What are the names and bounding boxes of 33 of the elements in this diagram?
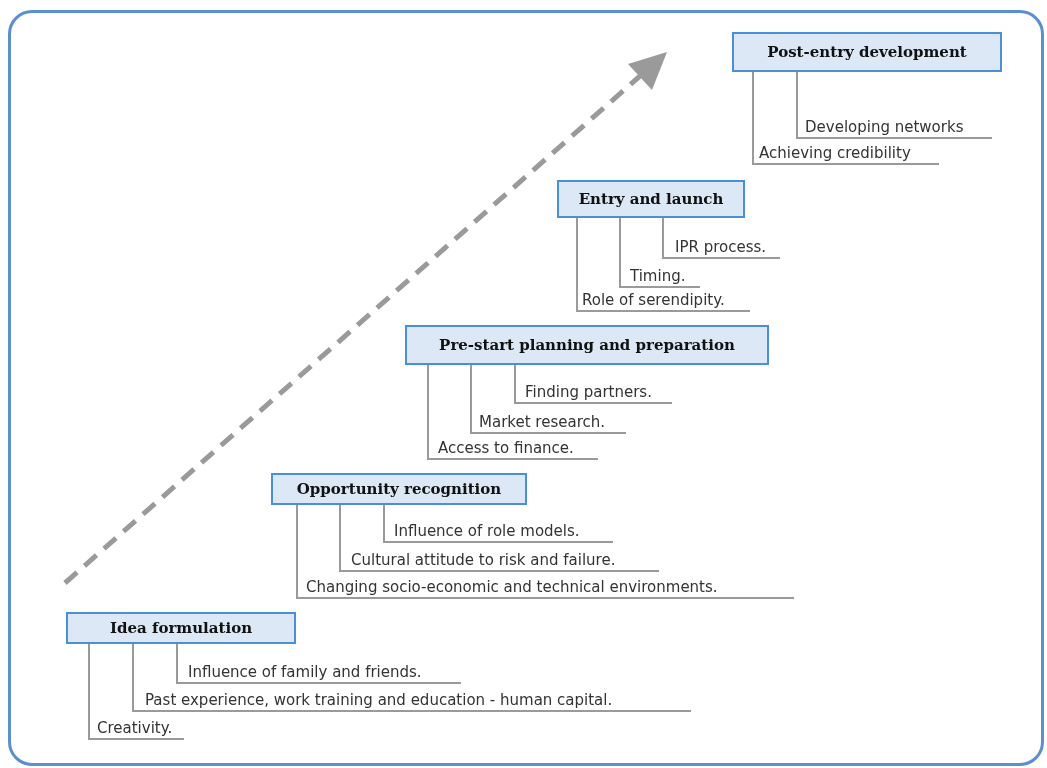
- list-item: Changing socio-economic and technical environments.: [297, 575, 794, 599]
- connector-line: [176, 643, 178, 685]
- list-item: Finding partners.: [515, 380, 672, 404]
- connector-line: [470, 364, 472, 435]
- list-item: Influence of role models.: [384, 519, 613, 543]
- stage-box: Pre-start planning and preparation: [405, 325, 769, 365]
- connector-line: [619, 217, 621, 289]
- stage-box: Idea formulation: [66, 612, 296, 644]
- list-item: Timing.: [620, 264, 700, 288]
- list-item: Influence of family and friends.: [177, 660, 461, 684]
- connector-line: [132, 643, 134, 713]
- list-item: Past experience, work training and education - human capital.: [133, 688, 691, 712]
- connector-line: [662, 217, 664, 260]
- list-item: Market research.: [471, 410, 626, 434]
- list-item: Access to finance.: [428, 436, 598, 460]
- list-item: IPR process.: [663, 235, 780, 259]
- list-item: Creativity.: [89, 716, 184, 740]
- list-item: Developing networks: [797, 115, 992, 139]
- connector-line: [752, 71, 754, 166]
- connector-line: [427, 364, 429, 461]
- connector-line: [339, 504, 341, 573]
- connector-line: [796, 71, 798, 140]
- stage-box: Post-entry development: [732, 32, 1002, 72]
- connector-line: [576, 217, 578, 313]
- list-item: Role of serendipity.: [577, 288, 750, 312]
- stage-box: Opportunity recognition: [271, 473, 527, 505]
- list-item: Achieving credibility: [753, 141, 939, 165]
- connector-line: [88, 643, 90, 741]
- list-item: Cultural attitude to risk and failure.: [340, 548, 659, 572]
- stage-box: Entry and launch: [557, 180, 745, 218]
- connector-line: [383, 504, 385, 544]
- connector-line: [296, 504, 298, 600]
- connector-line: [514, 364, 516, 405]
